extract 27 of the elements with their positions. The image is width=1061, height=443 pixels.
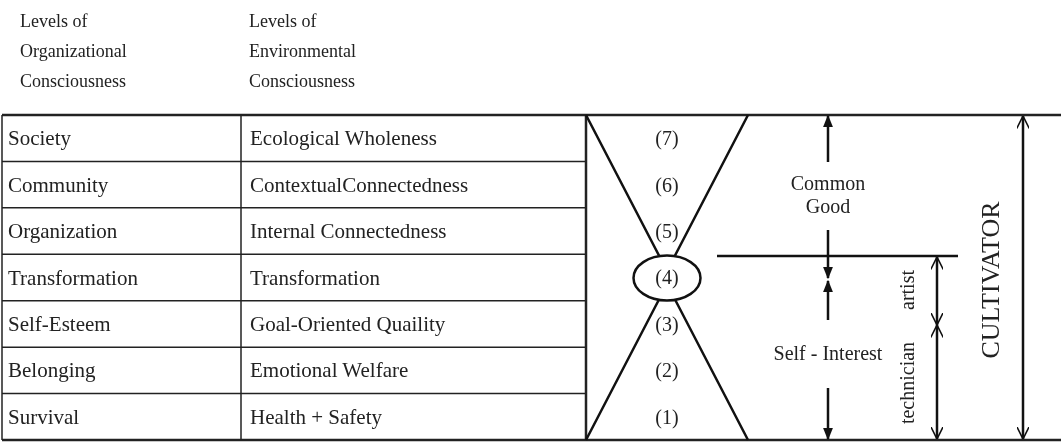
cell-text: Survival [8,404,80,429]
level-number: (3) [655,312,679,336]
cell-text: ContextualConnectedness [250,172,469,197]
scale-label: technician [895,341,919,425]
cell-text: Ecological Wholeness [250,126,437,151]
cell-text: Transformation [250,265,380,290]
cell-text: Goal-Oriented Quaility [250,311,446,336]
column-header: Levels of Environmental Consciousness [249,10,357,93]
level-number: (1) [655,405,679,429]
cell-text: Self-Esteem [8,311,111,336]
level-number: (5) [655,219,679,243]
scale-label: artist [895,270,919,310]
highlight-ellipse [632,253,702,302]
cell-text: Transformation [8,265,138,290]
cell-text: Health + Safety [250,404,382,429]
cell-text: Emotional Welfare [250,358,409,383]
level-number: (2) [655,358,679,382]
level-number: (7) [655,126,679,150]
scale-title: CULTIVATOR [976,201,1006,359]
level-number: (4) [655,266,679,289]
cell-text: Internal Connectedness [250,219,447,244]
column-header: Levels of Organizational Consciousness [20,10,128,93]
cell-text: Organization [8,219,118,244]
level-number: (6) [655,173,679,197]
cell-text: Society [8,126,71,151]
cell-text: Community [8,172,109,197]
cell-text: Belonging [8,358,96,383]
